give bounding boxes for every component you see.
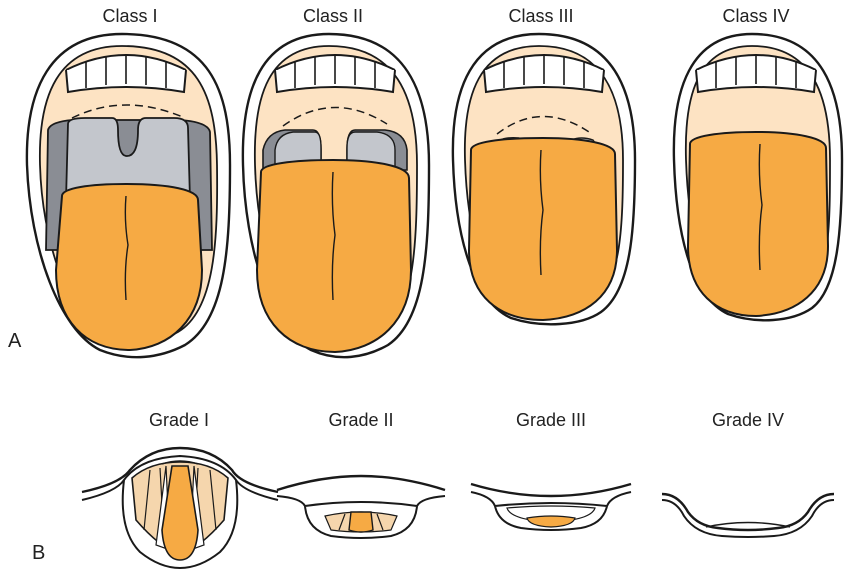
grade-3-larynx bbox=[471, 484, 631, 530]
grade-4-larynx bbox=[662, 494, 834, 537]
grade-2-larynx bbox=[277, 476, 445, 538]
class-1-mouth bbox=[27, 34, 230, 357]
class-2-mouth bbox=[243, 34, 429, 357]
class-4-mouth bbox=[674, 34, 842, 320]
class-3-mouth bbox=[453, 34, 635, 324]
grade-1-larynx bbox=[82, 448, 278, 568]
